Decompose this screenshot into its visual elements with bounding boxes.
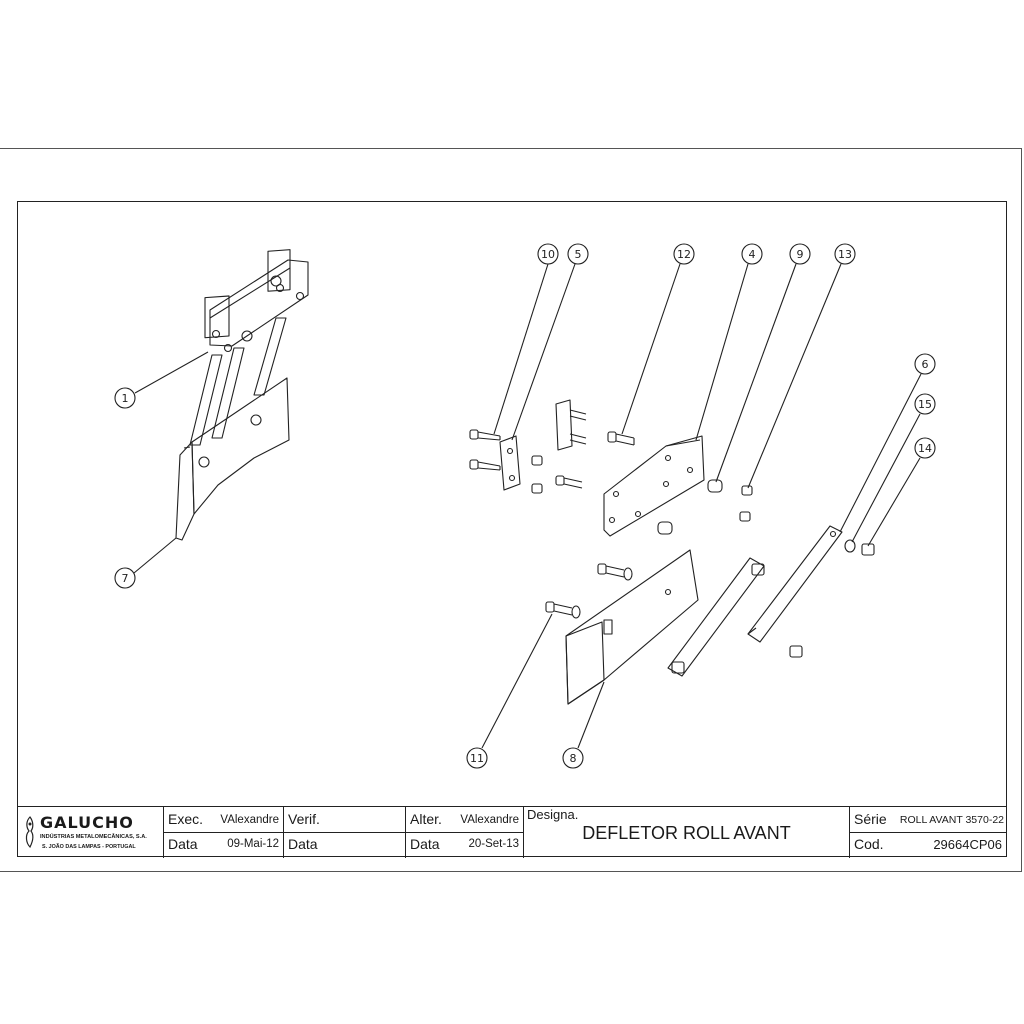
designation-label: Designa. [527, 807, 579, 822]
title-block: GALUCHO INDÚSTRIAS METALOMECÂNICAS, S.A.… [18, 806, 1006, 858]
assembled-top-bracket [209, 259, 309, 347]
nut-e [789, 645, 803, 658]
serie-cod-cell: Série ROLL AVANT 3570-22 Cod. 29664CP06 [850, 807, 1006, 858]
serie-value: ROLL AVANT 3570-22 [899, 814, 1004, 826]
drawing-title: DEFLETOR ROLL AVANT [582, 823, 791, 843]
balloon-12: 12 [621, 243, 695, 435]
balloon-10-label: 10 [541, 248, 555, 261]
nut-14 [861, 543, 875, 556]
exec-cell: Exec. VAlexandre Data 09-Mai-12 [164, 807, 284, 858]
balloon-1: 1 [114, 351, 209, 409]
bolt-10a [469, 429, 501, 441]
balloon-5-label: 5 [575, 248, 582, 261]
company-logo-cell: GALUCHO INDÚSTRIAS METALOMECÂNICAS, S.A.… [18, 807, 164, 858]
assembled-strut-1 [189, 354, 223, 446]
spacer-9 [707, 479, 723, 493]
assembled-strut-3 [253, 317, 287, 396]
balloon-5: 5 [511, 243, 589, 441]
nut-b [531, 483, 543, 494]
u-bracket [555, 399, 587, 451]
balloon-12-label: 12 [677, 248, 691, 261]
assembled-strut-2 [211, 347, 245, 439]
balloon-10: 10 [493, 243, 559, 435]
designation-cell: Designa. DEFLETOR ROLL AVANT [524, 807, 850, 858]
alter-date-value: 20-Set-13 [468, 838, 519, 850]
title-block-divider-right [850, 832, 1006, 833]
balloon-15-label: 15 [918, 398, 932, 411]
balloon-8-label: 8 [570, 752, 577, 765]
strut-b [667, 557, 765, 677]
assembled-clamp-right [267, 249, 291, 292]
exec-label: Exec. [168, 811, 204, 827]
balloon-15: 15 [851, 393, 936, 543]
balloon-14-label: 14 [918, 442, 932, 455]
bolt-d [597, 563, 633, 581]
alter-value: VAlexandre [460, 814, 519, 826]
balloon-11: 11 [466, 613, 553, 769]
alter-cell: Alter. VAlexandre Data 20-Set-13 [406, 807, 524, 858]
alter-date-label: Data [410, 836, 440, 852]
alter-label: Alter. [410, 811, 442, 827]
balloon-6-label: 6 [922, 358, 929, 371]
balloon-7: 7 [114, 537, 177, 589]
assembled-view [175, 249, 309, 541]
spacer-b [657, 521, 673, 535]
verif-label: Verif. [288, 811, 320, 827]
exec-date-label: Data [168, 836, 198, 852]
balloon-6: 6 [839, 353, 936, 533]
verif-date-label: Data [288, 836, 318, 852]
bolt-10b [469, 459, 501, 471]
balloon-7-label: 7 [122, 572, 129, 585]
company-name: GALUCHO [40, 813, 134, 832]
balloons: 1 7 10 5 12 4 9 13 [114, 243, 936, 769]
assembled-deflector-plate [191, 377, 290, 515]
company-subtitle: INDÚSTRIAS METALOMECÂNICAS, S.A. [40, 834, 147, 840]
exploded-view [469, 399, 875, 705]
sheet-frame [0, 148, 1022, 872]
cod-value: 29664CP06 [933, 837, 1002, 852]
drawing-border [17, 201, 1007, 857]
company-logo [25, 816, 34, 849]
balloon-13: 13 [747, 243, 856, 489]
bolt-c [555, 475, 583, 489]
exec-value: VAlexandre [220, 814, 279, 826]
strut-6 [747, 525, 843, 643]
balloon-11-label: 11 [470, 752, 484, 765]
verif-cell: Verif. Data [284, 807, 406, 858]
balloon-14: 14 [867, 437, 936, 547]
bolt-11 [545, 601, 581, 619]
balloon-9: 9 [715, 243, 811, 483]
balloon-4: 4 [695, 243, 763, 441]
balloon-9-label: 9 [797, 248, 804, 261]
serie-label: Série [854, 811, 887, 827]
nut-13 [741, 485, 753, 496]
title-block-divider [164, 832, 524, 833]
company-address: S. JOÃO DAS LAMPAS - PORTUGAL [42, 844, 136, 850]
balloon-4-label: 4 [749, 248, 756, 261]
small-plate-5 [499, 435, 521, 491]
bolt-12 [607, 431, 635, 446]
balloon-8: 8 [562, 681, 605, 769]
assembled-clamp-left [204, 295, 230, 339]
balloon-1-label: 1 [122, 392, 129, 405]
balloon-13-label: 13 [838, 248, 852, 261]
nut-d [739, 511, 751, 522]
cod-label: Cod. [854, 836, 884, 852]
washer-15 [844, 539, 856, 553]
exec-date-value: 09-Mai-12 [227, 838, 279, 850]
mounting-plate-4 [603, 435, 705, 537]
nut-a [531, 455, 543, 466]
